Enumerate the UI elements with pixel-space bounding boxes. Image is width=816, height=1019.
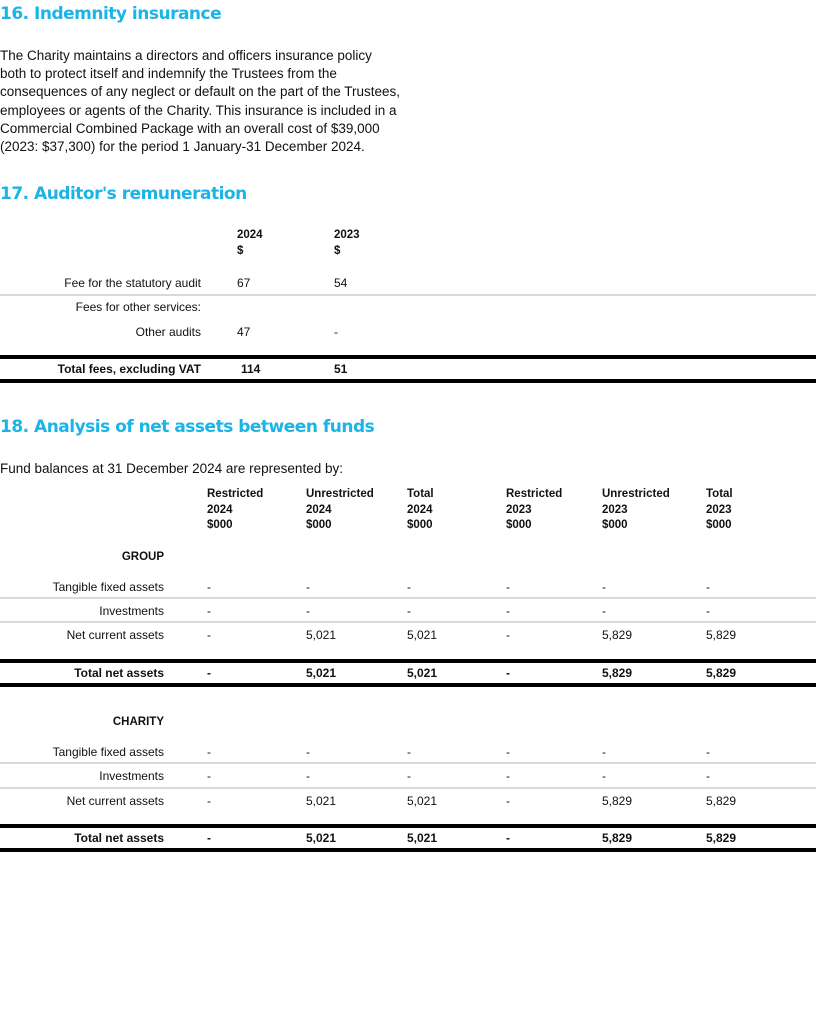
row-label: Fees for other services:	[75, 300, 201, 314]
col-header-total-2023: Total 2023 $000	[706, 488, 733, 531]
row-label: Investments	[99, 769, 164, 783]
row-label: Other audits	[135, 325, 201, 339]
col-header-unrestricted-2023: Unrestricted 2023 $000	[602, 488, 670, 531]
col-header-total-2024: Total 2024 $000	[407, 488, 434, 531]
total-cell: 5,829	[602, 831, 633, 845]
cell: 5,829	[602, 794, 633, 808]
group-title: GROUP	[121, 551, 164, 563]
row-divider	[0, 294, 816, 296]
cell: -	[306, 604, 310, 618]
cell: -	[506, 628, 510, 642]
cell: 5,829	[706, 794, 737, 808]
row-label: Investments	[99, 604, 164, 618]
cell: -	[506, 794, 510, 808]
cell: -	[602, 604, 606, 618]
total-2023: 51	[334, 362, 348, 376]
cell: -	[706, 745, 710, 759]
cell: -	[602, 745, 606, 759]
total-rule-bottom	[0, 683, 816, 687]
row-divider	[0, 621, 816, 623]
col-header-restricted-2023: Restricted 2023 $000	[506, 488, 563, 531]
row-label: Tangible fixed assets	[52, 745, 164, 759]
section-17-title: 17. Auditor's remuneration	[0, 184, 247, 204]
total-cell: 5,829	[706, 666, 737, 680]
row-label: Fee for the statutory audit	[64, 276, 201, 290]
total-cell: -	[207, 666, 211, 680]
total-label: Total net assets	[74, 831, 164, 845]
paragraph-line: The Charity maintains a directors and of…	[0, 48, 372, 63]
total-rule-bottom	[0, 379, 816, 383]
section-18-title: 18. Analysis of net assets between funds	[0, 417, 375, 437]
cell: 5,021	[306, 794, 337, 808]
cell: -	[306, 745, 310, 759]
total-label: Total net assets	[74, 666, 164, 680]
cell: -	[602, 580, 606, 594]
cell: -	[306, 769, 310, 783]
cell: -	[207, 604, 211, 618]
col-header-2024: 2024 $	[237, 229, 263, 257]
row-divider	[0, 597, 816, 599]
total-cell: -	[506, 666, 510, 680]
cell: 5,829	[602, 628, 633, 642]
paragraph-line: both to protect itself and indemnify the…	[0, 66, 337, 82]
row-divider	[0, 787, 816, 789]
cell: -	[602, 769, 606, 783]
cell: 5,021	[407, 628, 438, 642]
row-divider	[0, 762, 816, 764]
total-cell: 5,829	[602, 666, 633, 680]
total-cell: 5,021	[407, 666, 438, 680]
total-cell: -	[207, 831, 211, 845]
cell-2023: 54	[334, 276, 348, 290]
cell: -	[506, 580, 510, 594]
cell: 5,021	[306, 628, 337, 642]
cell: -	[407, 745, 411, 759]
total-rule-top	[0, 824, 816, 828]
cell: -	[207, 794, 211, 808]
indemnity-paragraph: The Charity maintains a directors and of…	[0, 47, 460, 156]
cell: -	[407, 604, 411, 618]
cell: -	[706, 769, 710, 783]
cell: -	[506, 769, 510, 783]
paragraph-line: employees or agents of the Charity. This…	[0, 102, 397, 118]
total-cell: -	[506, 831, 510, 845]
cell: -	[207, 745, 211, 759]
col-header-unrestricted-2024: Unrestricted 2024 $000	[306, 488, 374, 531]
cell: -	[506, 745, 510, 759]
cell: -	[706, 580, 710, 594]
total-rule-bottom	[0, 848, 816, 852]
cell-2023: -	[334, 325, 338, 339]
paragraph-line: consequences of any neglect or default o…	[0, 84, 401, 100]
cell: -	[407, 769, 411, 783]
row-label: Tangible fixed assets	[52, 580, 164, 594]
total-cell: 5,021	[407, 831, 438, 845]
row-label: Net current assets	[66, 628, 164, 642]
cell: 5,021	[407, 794, 438, 808]
col-header-restricted-2024: Restricted 2024 $000	[207, 488, 264, 531]
paragraph-line: (2023: $37,300) for the period 1 January…	[0, 139, 365, 155]
total-label: Total fees, excluding VAT	[57, 362, 201, 376]
section-16-title: 16. Indemnity insurance	[0, 4, 222, 24]
charity-title: CHARITY	[112, 716, 164, 728]
section-18-intro: Fund balances at 31 December 2024 are re…	[0, 461, 343, 476]
col-header-2023: 2023 $	[334, 229, 360, 257]
total-cell: 5,021	[306, 666, 337, 680]
total-rule-top	[0, 355, 816, 359]
total-cell: 5,021	[306, 831, 337, 845]
cell: -	[506, 604, 510, 618]
cell: -	[407, 580, 411, 594]
cell: 5,829	[706, 628, 737, 642]
total-cell: 5,829	[706, 831, 737, 845]
total-rule-top	[0, 659, 816, 663]
cell: -	[207, 769, 211, 783]
paragraph-line: Commercial Combined Package with an over…	[0, 120, 380, 136]
cell: -	[207, 628, 211, 642]
row-label: Net current assets	[66, 794, 164, 808]
cell: -	[306, 580, 310, 594]
cell-2024: 67	[237, 276, 251, 290]
cell-2024: 47	[237, 325, 251, 339]
cell: -	[706, 604, 710, 618]
total-2024: 114	[241, 362, 261, 376]
cell: -	[207, 580, 211, 594]
